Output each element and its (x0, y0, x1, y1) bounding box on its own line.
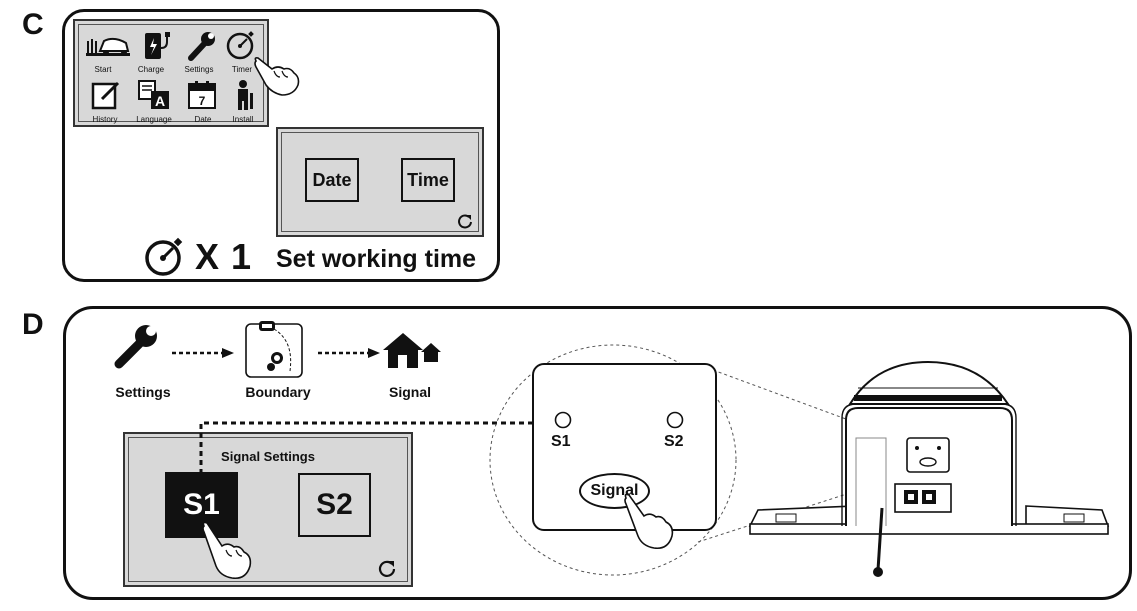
flow-label-boundary: Boundary (245, 384, 311, 400)
menu-label-install: Install (232, 115, 254, 124)
flow-label-settings: Settings (115, 384, 171, 400)
charging-station-illustration (748, 360, 1110, 577)
refresh-icon[interactable] (457, 213, 473, 229)
signal-settings-title: Signal Settings (221, 449, 315, 464)
calendar-day: 7 (199, 94, 206, 108)
s2-button[interactable]: S2 (298, 473, 371, 537)
section-c-letter: C (22, 8, 44, 41)
language-icon[interactable]: A (137, 79, 173, 111)
flow-arrow (318, 348, 380, 358)
charge-icon[interactable] (141, 30, 177, 62)
panel-label-s2: S2 (664, 433, 684, 450)
panel-label-s1: S1 (551, 433, 571, 450)
led-s1 (554, 411, 572, 429)
pointing-hand-icon (624, 493, 674, 550)
wrench-icon[interactable] (187, 30, 217, 62)
install-icon[interactable] (233, 79, 259, 111)
section-d-letter: D (22, 308, 44, 341)
wrench-icon (114, 325, 157, 369)
menu-label-start: Start (94, 65, 112, 74)
menu-label-language: Language (136, 115, 172, 124)
refresh-icon[interactable] (378, 559, 396, 577)
mower-icon[interactable] (84, 31, 132, 63)
house-icon (383, 333, 441, 368)
led-s2 (666, 411, 684, 429)
calendar-icon[interactable]: 7 (187, 80, 219, 112)
date-button[interactable]: Date (305, 158, 359, 202)
flow-arrow (172, 348, 234, 358)
history-icon[interactable] (90, 79, 124, 111)
menu-label-date: Date (194, 115, 212, 124)
set-working-time-caption: Set working time (276, 245, 477, 273)
language-glyph: A (155, 93, 165, 109)
pointing-hand-icon (254, 57, 300, 96)
timer-icon[interactable] (225, 29, 257, 61)
timer-icon (145, 237, 183, 276)
repeat-count: X 1 (195, 236, 253, 277)
boundary-icon (245, 321, 303, 378)
menu-label-timer: Timer (231, 65, 253, 74)
s1-button[interactable]: S1 (165, 472, 238, 538)
menu-label-history: History (92, 115, 118, 124)
pointing-hand-icon (202, 521, 252, 580)
menu-label-charge: Charge (137, 65, 165, 74)
flow-label-signal: Signal (388, 384, 431, 400)
time-button[interactable]: Time (401, 158, 455, 202)
menu-label-settings: Settings (184, 65, 214, 74)
signal-button[interactable]: Signal (579, 473, 650, 509)
